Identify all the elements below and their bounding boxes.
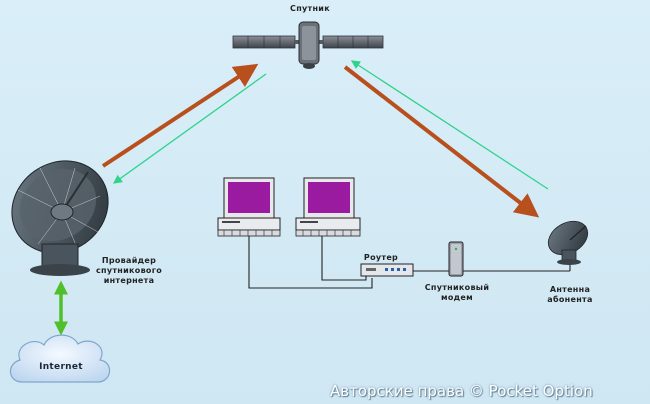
provider-label-line-2: спутникового [95,266,162,275]
satellite-label: Спутник [290,4,330,13]
antenna-label: Антенна абонента [535,285,605,305]
provider-label: Провайдер спутникового интернета [84,256,174,286]
router-icon [360,263,414,277]
modem-label-line-1: Спутниковый [424,283,490,292]
uplink-arrow-subscriber [343,65,540,218]
modem-label-line-2: модем [441,293,473,302]
computer-2-icon [295,177,361,237]
provider-label-line-1: Провайдер [101,256,157,265]
internet-cloud [9,334,111,383]
modem-label: Спутниковый модем [412,283,502,303]
subscriber-antenna-icon [547,220,589,265]
antenna-label-line-1: Антенна [549,285,591,294]
internet-label: Internet [39,362,83,372]
downlink-arrow-provider [112,73,267,184]
provider-label-line-3: интернета [103,276,155,285]
modem-icon [448,241,464,277]
antenna-label-line-2: абонента [547,295,593,304]
satellite-icon [232,21,384,69]
network-cables [248,236,571,289]
copyright-watermark: Авторские права © Pocket Option [330,382,593,400]
downlink-arrow-subscriber [350,60,549,190]
router-label: Роутер [363,253,399,262]
computer-1-icon [217,177,281,237]
uplink-arrow-provider [101,63,259,168]
provider-dish-icon [11,160,109,276]
